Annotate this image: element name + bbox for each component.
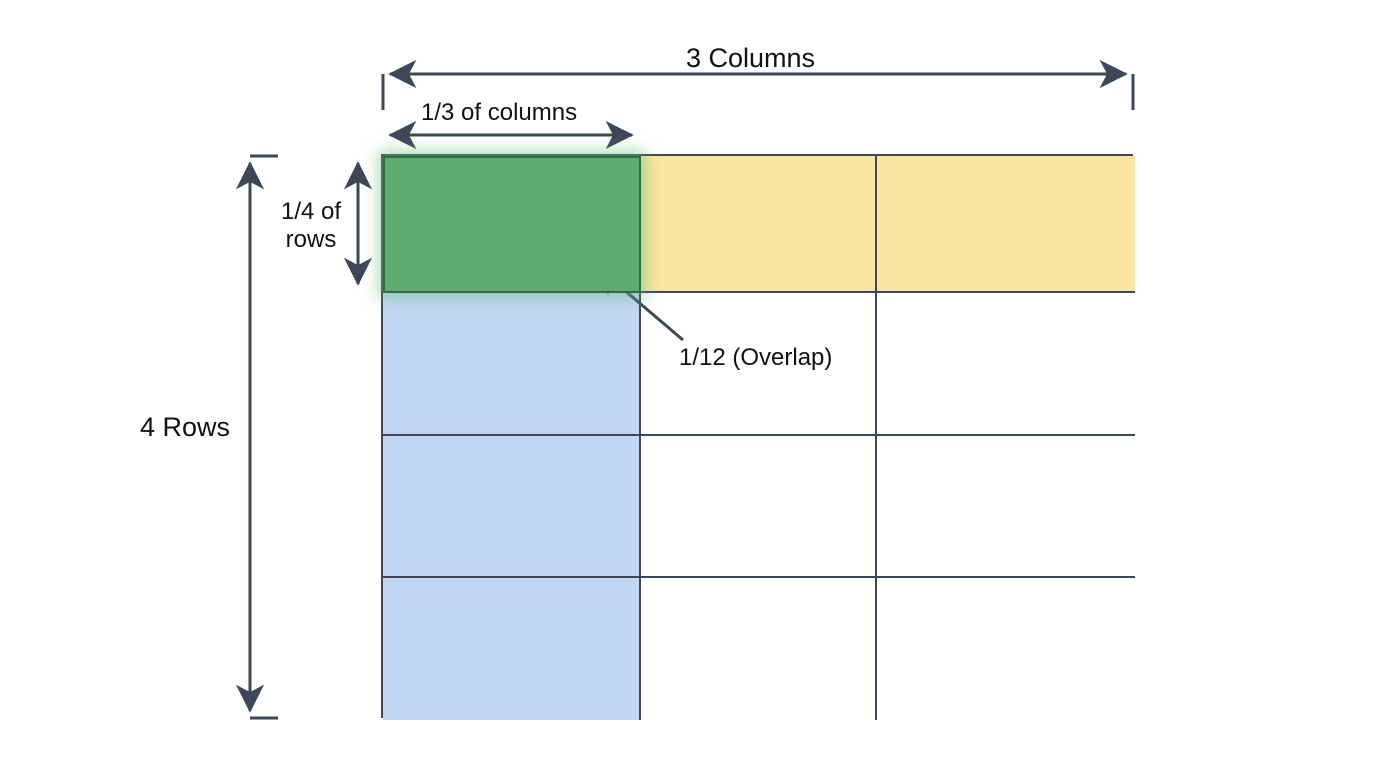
grid-cell-r3c2[interactable] [641, 436, 877, 578]
grid-cell-r4c2[interactable] [641, 578, 877, 720]
grid-cell-r1c1-overlap[interactable] [383, 156, 641, 293]
grid-cell-r1c2[interactable] [641, 156, 877, 293]
grid-cell-r3c3[interactable] [877, 436, 1135, 578]
grid-cell-r1c3[interactable] [877, 156, 1135, 293]
grid-cell-r3c1[interactable] [383, 436, 641, 578]
grid-cell-r4c3[interactable] [877, 578, 1135, 720]
label-rows-total: 4 Rows [140, 412, 231, 442]
fraction-grid [381, 154, 1135, 720]
label-rows-fraction: 1/4 of rows [280, 198, 342, 254]
grid-cell-r2c1[interactable] [383, 293, 641, 436]
label-columns-fraction: 1/3 of columns [421, 99, 578, 126]
grid-cell-r2c3[interactable] [877, 293, 1135, 436]
grid-cell-r4c1[interactable] [383, 578, 641, 720]
label-columns-total: 3 Columns [686, 43, 816, 73]
label-overlap: 1/12 (Overlap) [679, 344, 833, 371]
